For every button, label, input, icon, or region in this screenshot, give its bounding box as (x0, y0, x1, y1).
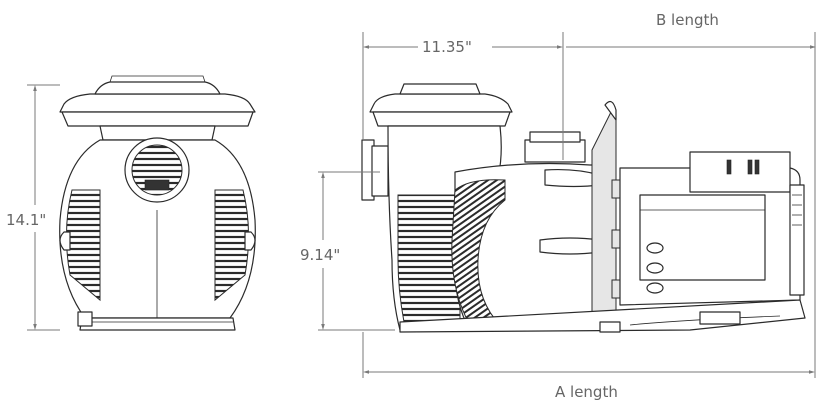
a-length-label: A length (555, 383, 618, 401)
side-view-pump (361, 83, 806, 333)
dimension-height-9-14: 9.14" (300, 171, 395, 331)
dimension-width-11-35: 11.35" (362, 32, 816, 160)
front-view-pump (59, 75, 256, 331)
dimension-height-14-1: 14.1" (6, 84, 60, 331)
dimension-a-length: A length (362, 32, 816, 401)
width-11-35-label: 11.35" (422, 38, 472, 56)
height-14-1-label: 14.1" (6, 211, 46, 229)
height-9-14-label: 9.14" (300, 246, 340, 264)
b-length-label: B length (656, 11, 719, 29)
